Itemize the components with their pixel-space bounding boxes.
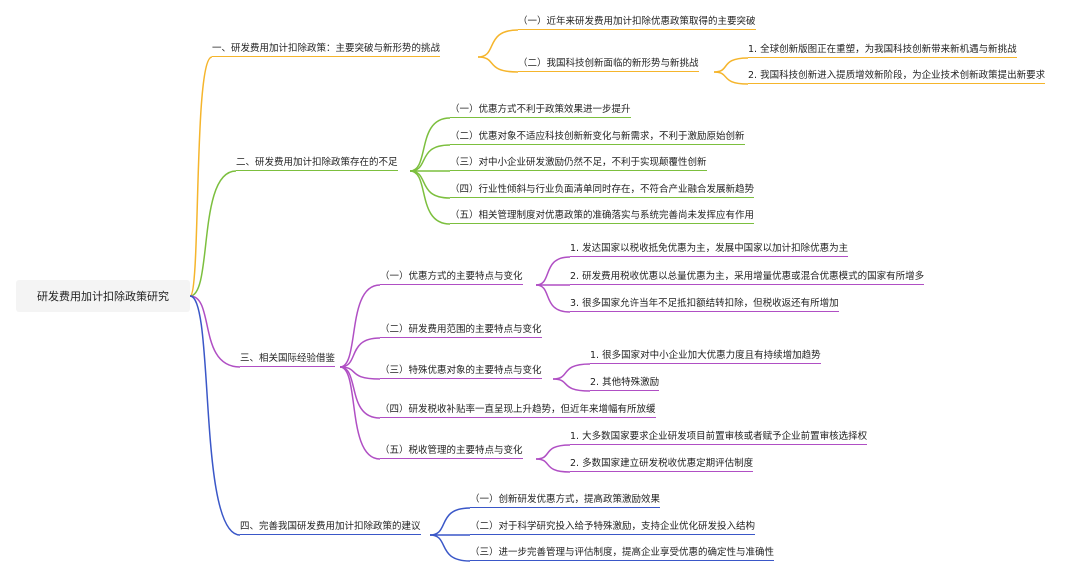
subtopic-label: 3. 很多国家允许当年不足抵扣额结转扣除，但税收返还有所增加 <box>570 298 839 309</box>
topic-node[interactable]: （四）研发税收补贴率一直呈现上升趋势，但近年来增幅有所放缓 <box>380 403 656 418</box>
topic-node[interactable]: （三）进一步完善管理与评估制度，提高企业享受优惠的确定性与准确性 <box>470 546 775 561</box>
branch-link <box>339 366 381 419</box>
topic-node[interactable]: （一）创新研发优惠方式，提高政策激励效果 <box>470 493 661 508</box>
branch-4-node[interactable]: 四、完善我国研发费用加计扣除政策的建议 <box>240 520 421 535</box>
topic-label: （五）税收管理的主要特点与变化 <box>380 445 523 456</box>
root-node[interactable]: 研发费用加计扣除政策研究 <box>16 280 190 312</box>
branch-link <box>535 444 571 460</box>
branch-link <box>535 458 571 473</box>
subtopic-node[interactable]: 1. 很多国家对中小企业加大优惠力度且有持续增加趋势 <box>590 349 821 364</box>
root-label: 研发费用加计扣除政策研究 <box>37 290 169 303</box>
topic-label: （三）进一步完善管理与评估制度，提高企业享受优惠的确定性与准确性 <box>470 547 775 558</box>
topic-label: （一）近年来研发费用加计扣除优惠政策取得的主要突破 <box>518 16 756 27</box>
subtopic-label: 1. 大多数国家要求企业研发项目前置审核或者赋予企业前置审核选择权 <box>570 431 868 442</box>
topic-label: （四）行业性倾斜与行业负面清单同时存在，不符合产业融合发展新趋势 <box>450 184 755 195</box>
topic-node[interactable]: （五）税收管理的主要特点与变化 <box>380 444 523 459</box>
branch-2-node[interactable]: 二、研发费用加计扣除政策存在的不足 <box>236 156 398 171</box>
branch-label: 四、完善我国研发费用加计扣除政策的建议 <box>240 521 421 532</box>
subtopic-node[interactable]: 2. 我国科技创新进入提质增效新阶段，为企业技术创新政策提出新要求 <box>748 69 1046 84</box>
branch-link <box>409 170 451 225</box>
topic-label: （四）研发税收补贴率一直呈现上升趋势，但近年来增幅有所放缓 <box>380 404 656 415</box>
branch-3-node[interactable]: 三、相关国际经验借鉴 <box>240 352 336 367</box>
branch-link <box>477 56 519 73</box>
subtopic-label: 2. 多数国家建立研发税收优惠定期评估制度 <box>570 458 754 469</box>
topic-node[interactable]: （二）研发费用范围的主要特点与变化 <box>380 323 542 338</box>
branch-link <box>409 144 451 172</box>
root-link <box>189 295 241 368</box>
branch-link <box>713 57 749 73</box>
topic-label: （一）优惠方式不利于政策效果进一步提升 <box>450 104 631 115</box>
topic-node[interactable]: （一）近年来研发费用加计扣除优惠政策取得的主要突破 <box>518 15 756 30</box>
branch-link <box>339 366 381 460</box>
subtopic-label: 1. 很多国家对中小企业加大优惠力度且有持续增加趋势 <box>590 350 821 361</box>
subtopic-node[interactable]: 1. 全球创新版图正在重塑，为我国科技创新带来新机遇与新挑战 <box>748 43 1017 58</box>
root-link <box>189 56 213 297</box>
topic-node[interactable]: （一）优惠方式不利于政策效果进一步提升 <box>450 103 631 118</box>
topic-label: （二）研发费用范围的主要特点与变化 <box>380 324 542 335</box>
topic-node[interactable]: （三）对中小企业研发激励仍然不足，不利于实现颠覆性创新 <box>450 156 707 171</box>
branch-link <box>339 284 381 368</box>
topic-node[interactable]: （二）优惠对象不适应科技创新新变化与新需求，不利于激励原始创新 <box>450 130 745 145</box>
branch-label: 三、相关国际经验借鉴 <box>240 353 336 364</box>
topic-node[interactable]: （二）我国科技创新面临的新形势与新挑战 <box>518 57 699 72</box>
branch-link <box>339 337 381 368</box>
subtopic-node[interactable]: 1. 大多数国家要求企业研发项目前置审核或者赋予企业前置审核选择权 <box>570 430 868 445</box>
topic-label: （五）相关管理制度对优惠政策的准确落实与系统完善尚未发挥应有作用 <box>450 210 755 221</box>
topic-label: （一）创新研发优惠方式，提高政策激励效果 <box>470 494 661 505</box>
subtopic-node[interactable]: 2. 研发费用税收优惠以总量优惠为主，采用增量优惠或混合优惠模式的国家有所增多 <box>570 270 925 285</box>
topic-label: （三）特殊优惠对象的主要特点与变化 <box>380 365 542 376</box>
subtopic-label: 2. 我国科技创新进入提质增效新阶段，为企业技术创新政策提出新要求 <box>748 70 1046 81</box>
branch-link <box>535 284 571 313</box>
subtopic-label: 1. 发达国家以税收抵免优惠为主，发展中国家以加计扣除优惠为主 <box>570 243 849 254</box>
branch-link <box>409 117 451 172</box>
topic-label: （二）优惠对象不适应科技创新新变化与新需求，不利于激励原始创新 <box>450 131 745 142</box>
branch-label: 二、研发费用加计扣除政策存在的不足 <box>236 157 398 168</box>
topic-node[interactable]: （二）对于科学研究投入给予特殊激励，支持企业优化研发投入结构 <box>470 520 756 535</box>
branch-link <box>535 256 571 286</box>
branch-label: 一、研发费用加计扣除政策：主要突破与新形势的挑战 <box>212 43 441 54</box>
subtopic-node[interactable]: 2. 其他特殊激励 <box>590 376 660 391</box>
branch-link <box>429 534 471 562</box>
subtopic-node[interactable]: 3. 很多国家允许当年不足抵扣额结转扣除，但税收返还有所增加 <box>570 297 839 312</box>
topic-node[interactable]: （一）优惠方式的主要特点与变化 <box>380 270 523 285</box>
branch-link <box>429 507 471 536</box>
branch-link <box>477 29 519 58</box>
topic-label: （一）优惠方式的主要特点与变化 <box>380 271 523 282</box>
root-link <box>189 170 237 297</box>
subtopic-node[interactable]: 1. 发达国家以税收抵免优惠为主，发展中国家以加计扣除优惠为主 <box>570 242 849 257</box>
branch-link <box>409 170 451 199</box>
root-link <box>189 295 241 536</box>
topic-node[interactable]: （四）行业性倾斜与行业负面清单同时存在，不符合产业融合发展新趋势 <box>450 183 755 198</box>
branch-link <box>552 363 591 380</box>
subtopic-node[interactable]: 2. 多数国家建立研发税收优惠定期评估制度 <box>570 457 754 472</box>
subtopic-label: 2. 其他特殊激励 <box>590 377 660 388</box>
subtopic-label: 1. 全球创新版图正在重塑，为我国科技创新带来新机遇与新挑战 <box>748 44 1017 55</box>
topic-label: （二）对于科学研究投入给予特殊激励，支持企业优化研发投入结构 <box>470 521 756 532</box>
topic-label: （三）对中小企业研发激励仍然不足，不利于实现颠覆性创新 <box>450 157 707 168</box>
branch-link <box>552 378 591 392</box>
branch-link <box>713 71 749 85</box>
topic-label: （二）我国科技创新面临的新形势与新挑战 <box>518 58 699 69</box>
topic-node[interactable]: （三）特殊优惠对象的主要特点与变化 <box>380 364 542 379</box>
topic-node[interactable]: （五）相关管理制度对优惠政策的准确落实与系统完善尚未发挥应有作用 <box>450 209 755 224</box>
subtopic-label: 2. 研发费用税收优惠以总量优惠为主，采用增量优惠或混合优惠模式的国家有所增多 <box>570 271 925 282</box>
branch-1-node[interactable]: 一、研发费用加计扣除政策：主要突破与新形势的挑战 <box>212 42 441 57</box>
